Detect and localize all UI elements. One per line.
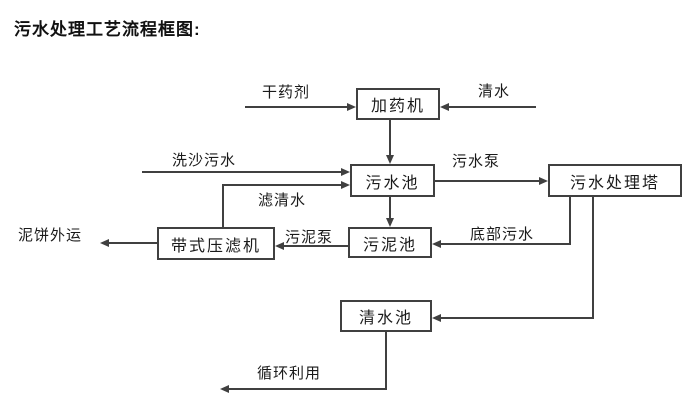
label-clear-water: 清水 bbox=[478, 83, 511, 100]
node-sludge-pool: 污泥池 bbox=[348, 227, 432, 258]
edge-filtered-water-line bbox=[223, 184, 341, 186]
arrowhead-sand-washing-icon bbox=[341, 168, 350, 176]
edge-recycling-line bbox=[229, 388, 387, 390]
node-sewage-pool: 污水池 bbox=[350, 164, 435, 197]
edge-mud-cake-line bbox=[109, 242, 157, 244]
page-title: 污水处理工艺流程框图: bbox=[14, 20, 201, 39]
edge-sand-washing-line bbox=[142, 171, 341, 173]
arrowhead-bottom-sewage-icon bbox=[432, 240, 441, 248]
label-filtered-water: 滤清水 bbox=[258, 192, 307, 209]
edge-bottom-sewage-riser-line bbox=[569, 197, 571, 245]
arrowhead-sewage-pump-icon bbox=[539, 177, 548, 185]
label-sewage-pump: 污水泵 bbox=[452, 153, 501, 170]
edge-sewage-pump-line bbox=[435, 180, 539, 182]
label-dry-agent: 干药剂 bbox=[262, 84, 311, 101]
arrowhead-sludge-pump-icon bbox=[275, 242, 284, 250]
node-treatment-tower: 污水处理塔 bbox=[548, 164, 682, 197]
arrowhead-sewage-to-sludge-icon bbox=[386, 218, 394, 227]
node-belt-filter-press: 带式压滤机 bbox=[157, 227, 275, 260]
edge-recycling-riser-line bbox=[385, 332, 387, 389]
edge-dry-agent-line bbox=[245, 106, 347, 108]
edge-tower-to-clear-line bbox=[441, 317, 594, 319]
label-recycling: 循环利用 bbox=[257, 365, 322, 382]
edge-tower-to-clear-riser-line bbox=[592, 197, 594, 318]
arrowhead-mud-cake-icon bbox=[100, 239, 109, 247]
arrowhead-clear-water-icon bbox=[440, 103, 449, 111]
arrowhead-tower-to-clear-icon bbox=[432, 314, 441, 322]
edge-clear-water-line bbox=[449, 106, 536, 108]
edge-filtered-water-riser-line bbox=[222, 184, 224, 227]
arrowhead-recycling-icon bbox=[220, 385, 229, 393]
edge-dosing-to-sewage-line bbox=[389, 120, 391, 156]
label-sand-washing-sewage: 洗沙污水 bbox=[172, 152, 237, 169]
arrowhead-dosing-to-sewage-icon bbox=[386, 155, 394, 164]
edge-sludge-pump-line bbox=[284, 245, 348, 247]
label-bottom-sewage: 底部污水 bbox=[470, 226, 535, 243]
arrowhead-dry-agent-icon bbox=[347, 103, 356, 111]
edge-sewage-to-sludge-line bbox=[389, 197, 391, 218]
label-mud-cake-out: 泥饼外运 bbox=[18, 227, 83, 244]
label-sludge-pump: 污泥泵 bbox=[285, 229, 334, 246]
arrowhead-filtered-water-icon bbox=[341, 181, 350, 189]
node-dosing-machine: 加药机 bbox=[356, 88, 440, 120]
edge-bottom-sewage-line bbox=[441, 243, 571, 245]
node-clear-water-pool: 清水池 bbox=[340, 300, 432, 332]
